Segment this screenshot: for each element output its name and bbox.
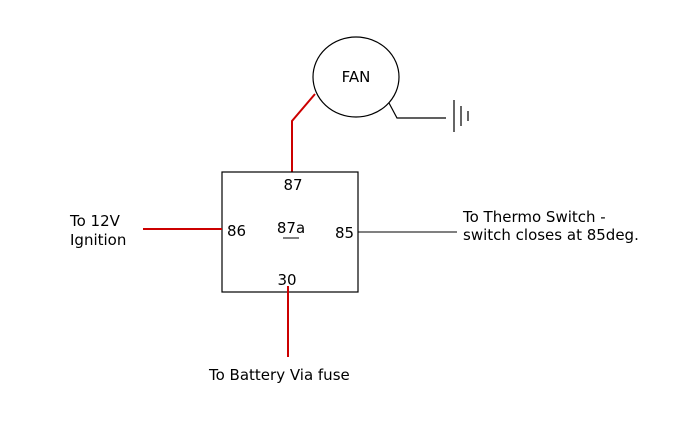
pin-85-label: 85 xyxy=(335,224,354,242)
relay-box xyxy=(221,171,359,293)
fan-motor: FAN xyxy=(312,36,400,118)
ignition-label-line1: To 12V xyxy=(69,212,121,230)
wire-87-to-fan xyxy=(291,93,316,174)
thermo-label-line2: switch closes at 85deg. xyxy=(463,226,639,244)
fan-label: FAN xyxy=(342,68,371,86)
pin-86-label: 86 xyxy=(227,222,246,240)
fan-ground-wire xyxy=(388,102,446,119)
pin-30-label: 30 xyxy=(277,271,296,289)
ignition-label-line2: Ignition xyxy=(70,231,126,249)
pin-87-label: 87 xyxy=(283,176,302,194)
thermo-label-line1: To Thermo Switch - xyxy=(462,208,606,226)
pin-87a-label: 87a xyxy=(277,219,305,237)
battery-label: To Battery Via fuse xyxy=(208,366,350,384)
fan-circle xyxy=(312,36,400,118)
ground-icon xyxy=(453,100,469,132)
